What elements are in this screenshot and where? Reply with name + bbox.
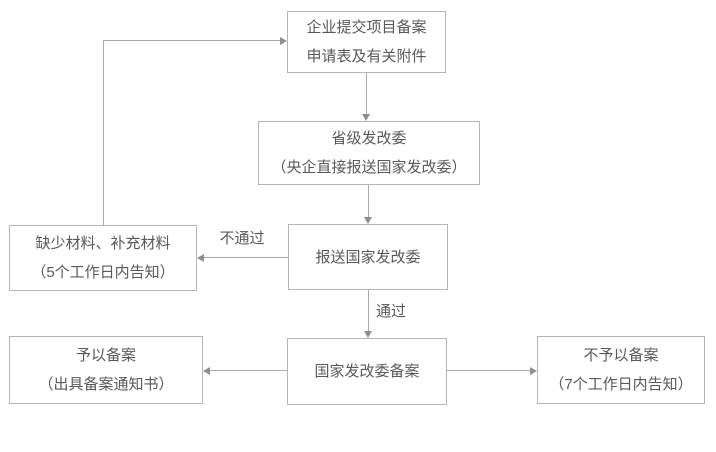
node-text-line: 予以备案 xyxy=(75,347,136,364)
arrowhead-left-icon xyxy=(203,367,210,375)
arrowhead-left-icon xyxy=(197,254,204,262)
node-provincial-drc: 省级发改委 （央企直接报送国家发改委） xyxy=(258,121,480,185)
node-enterprise-submit: 企业提交项目备案 申请表及有关附件 xyxy=(287,11,446,73)
arrowhead-right-icon xyxy=(530,367,537,375)
node-text-line: 申请表及有关附件 xyxy=(306,48,427,65)
connector-filing-to-approved xyxy=(210,370,287,371)
arrowhead-right-icon xyxy=(280,37,287,45)
node-text-line: （出具备案通知书） xyxy=(38,376,174,393)
node-filing-rejected: 不予以备案 （7个工作日内告知） xyxy=(537,336,705,404)
connector-provincial-to-report xyxy=(368,185,369,217)
node-text-line: 省级发改委 xyxy=(331,130,407,147)
node-text-line: （5个工作日内告知） xyxy=(31,264,175,281)
edge-label-fail: 不通过 xyxy=(219,230,265,247)
connector-missing-feedback-vertical xyxy=(103,40,104,225)
node-text-line: 企业提交项目备案 xyxy=(306,19,427,36)
node-national-drc-filing: 国家发改委备案 xyxy=(287,338,447,405)
node-text-line: 缺少材料、补充材料 xyxy=(35,235,171,252)
connector-submit-to-provincial xyxy=(366,73,367,115)
node-missing-materials: 缺少材料、补充材料 （5个工作日内告知） xyxy=(9,225,197,291)
connector-missing-feedback-horizontal xyxy=(103,40,280,41)
node-text-line: 报送国家发改委 xyxy=(315,248,421,266)
connector-report-to-filing xyxy=(368,290,369,331)
node-report-national-drc: 报送国家发改委 xyxy=(288,224,448,290)
node-text-line: 国家发改委备案 xyxy=(314,363,420,380)
arrowhead-down-icon xyxy=(364,331,372,338)
connector-report-to-missing xyxy=(204,257,288,258)
arrowhead-down-icon xyxy=(362,114,370,121)
node-text-line: （7个工作日内告知） xyxy=(549,376,693,393)
node-text-line: （央企直接报送国家发改委） xyxy=(271,159,467,176)
node-filing-approved: 予以备案 （出具备案通知书） xyxy=(9,336,203,404)
edge-label-pass: 通过 xyxy=(376,303,407,320)
connector-filing-to-rejected xyxy=(447,370,530,371)
arrowhead-down-icon xyxy=(364,217,372,224)
node-text-line: 不予以备案 xyxy=(583,347,659,364)
